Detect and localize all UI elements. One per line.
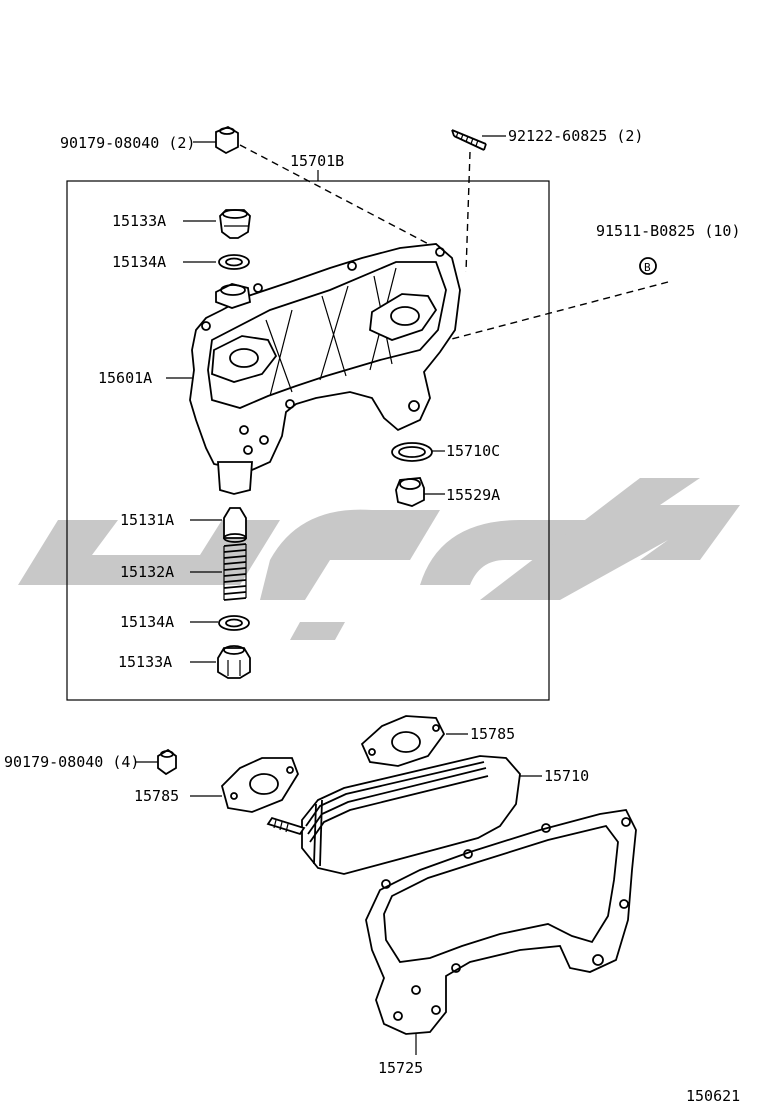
bolt-lower-part <box>157 748 177 776</box>
svg-text:B: B <box>644 261 651 274</box>
label-gasket-left: 15785 <box>134 787 179 805</box>
label-plug-side: 15529A <box>446 486 500 504</box>
label-bracket: 15701B <box>290 152 344 170</box>
label-bolt-right: 91511-B0825 (10) <box>596 222 741 240</box>
label-bolt-lower: 90179-08040 (4) <box>4 753 139 771</box>
bolt-right-dashed-line <box>447 281 669 341</box>
cooler-gasket-part <box>365 809 637 1035</box>
label-gasket-bottom: 15134A <box>120 613 174 631</box>
cooler-part <box>266 755 521 875</box>
watermark-logo <box>18 478 740 640</box>
label-gasket-right: 15785 <box>470 725 515 743</box>
label-stud: 92122-60825 (2) <box>508 127 643 145</box>
plug-top-part <box>219 209 251 239</box>
cover-part <box>189 243 461 495</box>
label-spring: 15132A <box>120 563 174 581</box>
bolt-top-part <box>215 125 239 155</box>
stud-dashed-line <box>465 151 471 273</box>
label-gasket-top: 15134A <box>112 253 166 271</box>
label-cover: 15601A <box>98 369 152 387</box>
spring-part <box>223 543 247 601</box>
oring-part <box>391 442 433 462</box>
label-cooler: 15710 <box>544 767 589 785</box>
plug-bottom-part <box>217 645 251 679</box>
label-bolt-top: 90179-08040 (2) <box>60 134 195 152</box>
gasket-bottom-part <box>218 615 250 631</box>
valve-part <box>223 507 247 543</box>
label-cooler-gasket: 15725 <box>378 1059 423 1077</box>
gasket-right-part <box>360 715 446 767</box>
label-oring: 15710C <box>446 442 500 460</box>
stud-part <box>451 129 487 151</box>
label-plug-bottom: 15133A <box>118 653 172 671</box>
gasket-top-part <box>218 254 250 270</box>
figure-number: 150621 <box>686 1087 740 1105</box>
gasket-left-part <box>220 757 299 813</box>
bolt-right-part: B <box>639 257 657 275</box>
plug-side-part <box>395 477 425 507</box>
label-plug-top: 15133A <box>112 212 166 230</box>
bolt-top-dashed-line <box>239 144 441 251</box>
label-valve: 15131A <box>120 511 174 529</box>
